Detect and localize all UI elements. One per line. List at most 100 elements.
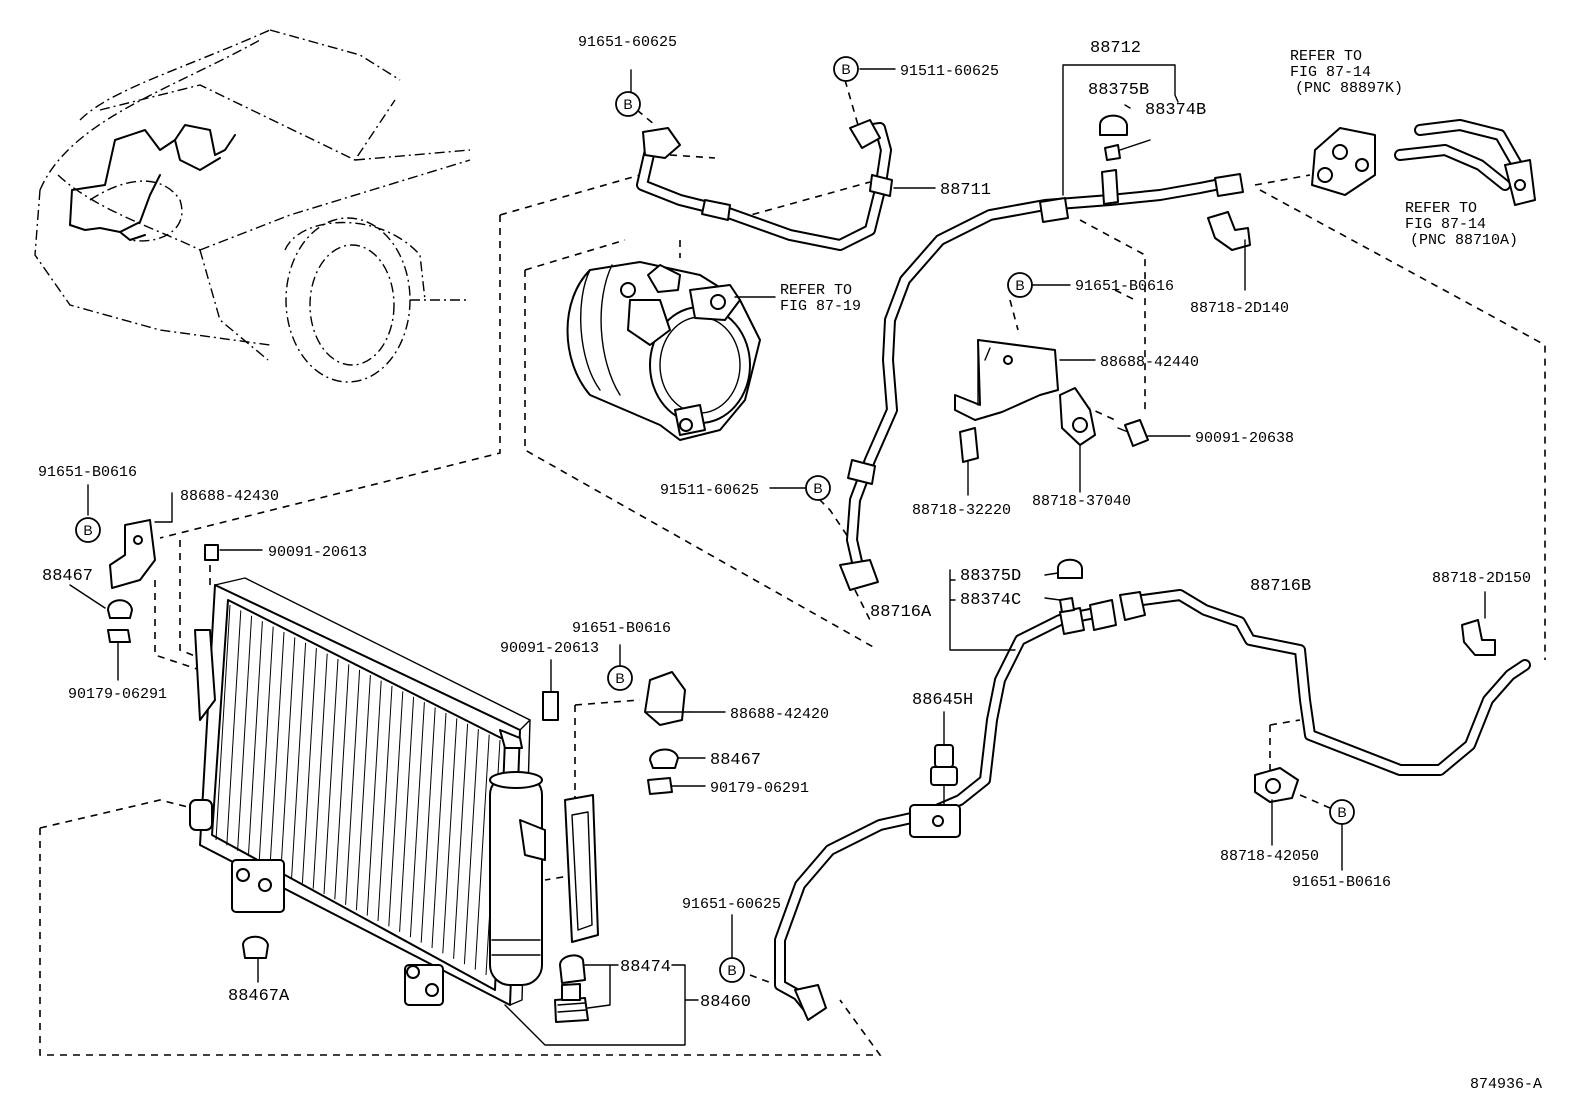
condenser-fin [409, 702, 425, 938]
svg-text:B: B [841, 61, 850, 77]
part-label: 88718-37040 [1032, 493, 1131, 510]
pipe-88712 [839, 169, 1244, 591]
part-label: 91651-60625 [682, 896, 781, 913]
part-label: 88375B [1088, 81, 1149, 100]
part-label: 88467 [42, 567, 93, 586]
bolt-badge: B [719, 957, 745, 983]
condenser-fin [237, 615, 253, 851]
svg-text:B: B [1015, 277, 1024, 293]
condenser-fin [291, 642, 307, 878]
part-label: 88460 [700, 993, 751, 1012]
part-label: 88718-2D140 [1190, 300, 1289, 317]
part-label: 91651-B0616 [1292, 874, 1391, 891]
condenser-fin [226, 610, 242, 846]
condenser-fin [280, 637, 296, 873]
ref-note: REFER TO [1290, 48, 1362, 65]
part-label: 88688-42440 [1100, 354, 1199, 371]
svg-text:B: B [623, 96, 632, 112]
part-label: 90091-20638 [1195, 430, 1294, 447]
part-label: 88688-42420 [730, 706, 829, 723]
bolt-badge: B [833, 56, 859, 82]
condenser-fin [420, 707, 436, 943]
condenser-fin [269, 631, 285, 868]
condenser-fin [442, 718, 458, 954]
part-label: 88718-32220 [912, 502, 1011, 519]
svg-text:B: B [1337, 804, 1346, 820]
ref-note: (PNC 88897K) [1295, 80, 1403, 97]
part-label: 88374C [960, 591, 1021, 610]
bolt-badge: B [607, 665, 633, 691]
condenser [189, 577, 531, 1006]
condenser-fin [463, 729, 479, 965]
expansion-valve-block [1311, 127, 1376, 196]
evaporator-tube [1394, 119, 1536, 206]
pipe-88716B [1119, 589, 1531, 776]
bolt-badge: B [1007, 272, 1033, 298]
pipe-88716A [774, 599, 1117, 1021]
condenser-fin [301, 648, 317, 884]
condenser-fin [366, 680, 382, 916]
condenser-fin [377, 685, 393, 922]
ref-note: REFER TO [1405, 200, 1477, 217]
part-label: 88711 [940, 181, 991, 200]
condenser-fin [323, 658, 339, 895]
condenser-fin [355, 675, 371, 911]
filter-element [554, 794, 599, 1023]
bolt-badge: B [75, 517, 101, 543]
part-label: 88474 [620, 958, 671, 977]
condenser-fin [388, 691, 404, 927]
part-label: 90091-20613 [268, 544, 367, 561]
condenser-fin [258, 626, 274, 862]
ref-note: FIG 87-19 [780, 298, 861, 315]
vehicle-outline [34, 29, 471, 383]
part-label: 91651-B0616 [572, 620, 671, 637]
condenser-fin [312, 653, 328, 889]
condenser-fin [399, 696, 415, 932]
ref-note: FIG 87-14 [1405, 216, 1486, 233]
receiver-dryer [489, 729, 546, 986]
ref-note: FIG 87-14 [1290, 64, 1371, 81]
bolt-badge: B [1329, 799, 1355, 825]
svg-text:B: B [727, 962, 736, 978]
condenser-fin [215, 604, 231, 841]
condenser-fin [247, 621, 263, 857]
pipe-88711 [636, 119, 893, 251]
part-label: 91651-60625 [578, 34, 677, 51]
part-label: 88718-2D150 [1432, 570, 1531, 587]
condenser-fin [431, 712, 447, 949]
condenser-fin [345, 669, 361, 905]
part-label: 88716A [870, 603, 932, 622]
compressor [566, 261, 761, 441]
svg-text:B: B [813, 480, 822, 496]
bolt-badge: B [615, 91, 641, 117]
bolt-badge: B [805, 475, 831, 501]
part-label: 91511-60625 [660, 482, 759, 499]
part-label: 88467 [710, 751, 761, 770]
condenser-fin [334, 664, 350, 900]
part-label: 91651-B0616 [38, 464, 137, 481]
part-label: 88375D [960, 567, 1021, 586]
part-labels: 91651-60625 91511-60625 88712 88375B 883… [38, 34, 1542, 1093]
part-label: 88467A [228, 987, 290, 1006]
leader-lines [69, 64, 1486, 1046]
pressure-switch [930, 744, 958, 806]
part-label: 91651-B0616 [1075, 278, 1174, 295]
part-label: 88712 [1090, 39, 1141, 58]
clamps-brackets [107, 114, 1496, 959]
part-label: 88374B [1145, 101, 1206, 120]
part-label: 88688-42430 [180, 488, 279, 505]
wiring-harness [69, 124, 236, 241]
condenser-fin [453, 723, 469, 959]
part-label: 88645H [912, 691, 973, 710]
ref-note: REFER TO [780, 282, 852, 299]
part-label: 91511-60625 [900, 63, 999, 80]
condenser-fin [474, 734, 490, 970]
bolt-badges: B B B B B B B B [75, 56, 1355, 983]
figure-id: 874936-A [1470, 1076, 1542, 1093]
svg-text:B: B [615, 670, 624, 686]
svg-text:B: B [83, 522, 92, 538]
part-label: 88716B [1250, 577, 1311, 596]
part-label: 90091-20613 [500, 640, 599, 657]
part-label: 90179-06291 [710, 780, 809, 797]
